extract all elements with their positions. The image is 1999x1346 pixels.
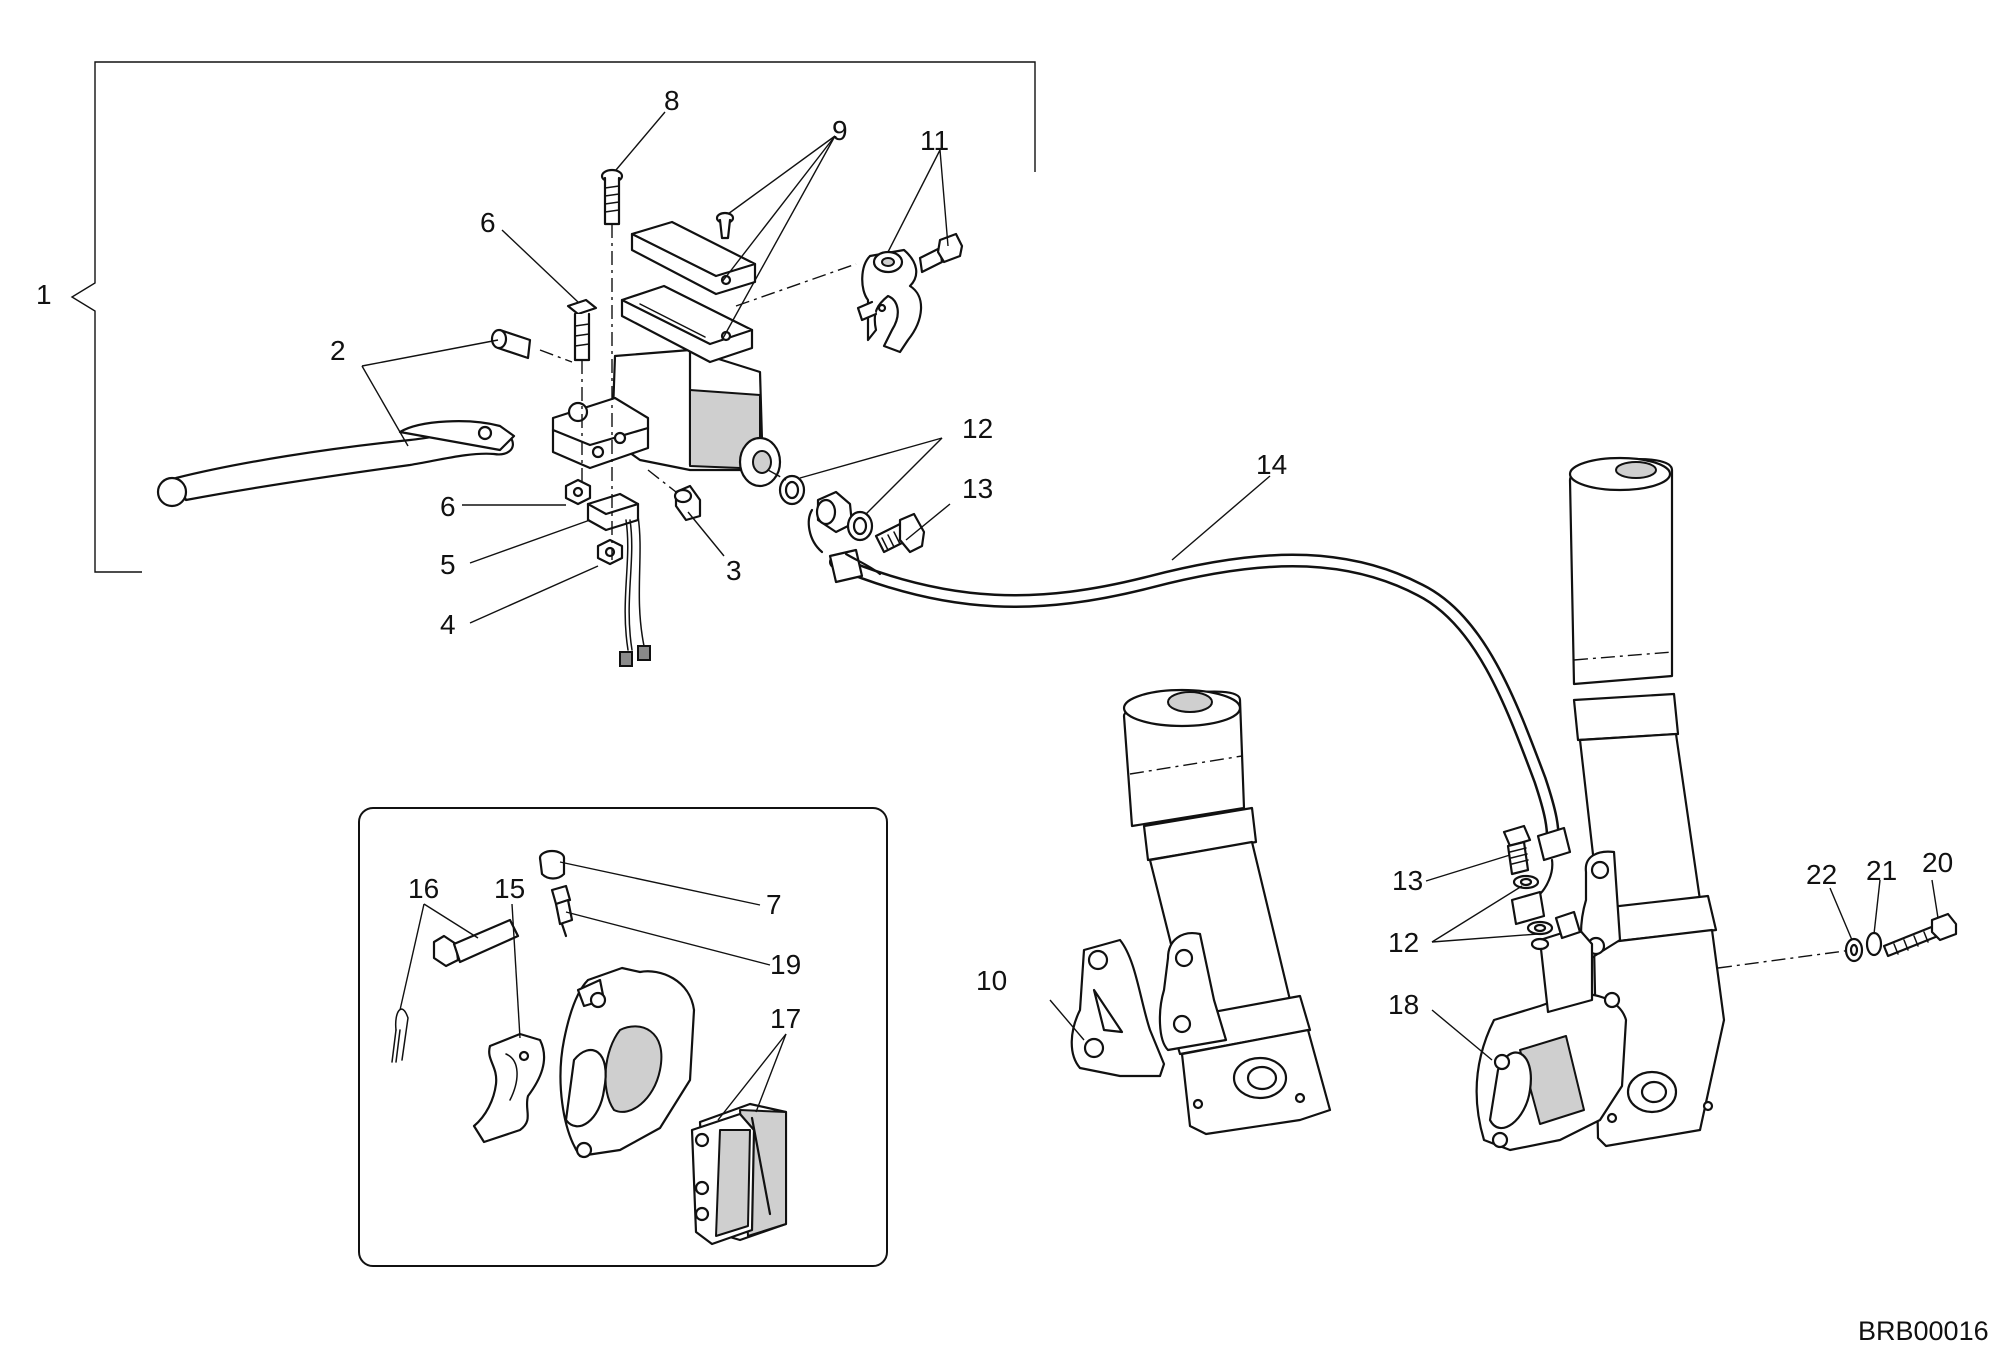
fork-leg-right bbox=[1568, 456, 1726, 1148]
fork-leg-left bbox=[1122, 688, 1332, 1136]
lower-banjo-fitting bbox=[1502, 824, 1554, 936]
callout-11: 11 bbox=[920, 125, 949, 156]
callout-8: 8 bbox=[664, 85, 680, 116]
callout-20: 20 bbox=[1922, 847, 1953, 878]
callout-10: 10 bbox=[976, 965, 1007, 996]
callout-6-bottom: 6 bbox=[440, 491, 456, 522]
piston-3 bbox=[673, 484, 702, 522]
callout-1: 1 bbox=[36, 279, 52, 310]
callout-18: 18 bbox=[1388, 989, 1419, 1020]
callout-22: 22 bbox=[1806, 859, 1837, 890]
handlebar-clamp bbox=[856, 232, 964, 354]
switch-and-nuts bbox=[564, 478, 651, 667]
callout-labels: 1 2 3 4 5 6 6 7 8 9 10 11 12 12 13 13 14… bbox=[36, 85, 1953, 1034]
assembly-axes bbox=[539, 224, 857, 560]
callout-4: 4 bbox=[440, 609, 456, 640]
callout-9: 9 bbox=[832, 115, 848, 146]
brake-hose bbox=[828, 548, 1572, 896]
reservoir-cap bbox=[620, 220, 757, 364]
callout-12-upper: 12 bbox=[962, 413, 993, 444]
callout-16: 16 bbox=[408, 873, 439, 904]
callout-3: 3 bbox=[726, 555, 742, 586]
callout-15: 15 bbox=[494, 873, 525, 904]
callout-12-lower: 12 bbox=[1388, 927, 1419, 958]
callout-5: 5 bbox=[440, 549, 456, 580]
fork-bolt-set bbox=[1717, 912, 1958, 969]
brake-lever bbox=[156, 420, 516, 508]
callout-13-lower: 13 bbox=[1392, 865, 1423, 896]
upper-banjo-fitting bbox=[778, 474, 926, 554]
caliper-bracket bbox=[1070, 938, 1166, 1078]
callout-21: 21 bbox=[1866, 855, 1897, 886]
assembly-bracket bbox=[70, 61, 1036, 573]
fitted-caliper bbox=[1475, 910, 1628, 1152]
callout-2: 2 bbox=[330, 335, 346, 366]
master-cylinder bbox=[551, 348, 782, 488]
callout-19: 19 bbox=[770, 949, 801, 980]
diagram-code: BRB00016 bbox=[1858, 1316, 1989, 1346]
pivot-bushing bbox=[490, 328, 532, 360]
callout-13-upper: 13 bbox=[962, 473, 993, 504]
screw-6-top bbox=[566, 298, 598, 362]
callout-14: 14 bbox=[1256, 449, 1287, 480]
leader-lines bbox=[361, 111, 1939, 1121]
caliper-detail-inset bbox=[358, 807, 888, 1267]
callout-7: 7 bbox=[766, 889, 782, 920]
callout-6-top: 6 bbox=[480, 207, 496, 238]
callout-17: 17 bbox=[770, 1003, 801, 1034]
